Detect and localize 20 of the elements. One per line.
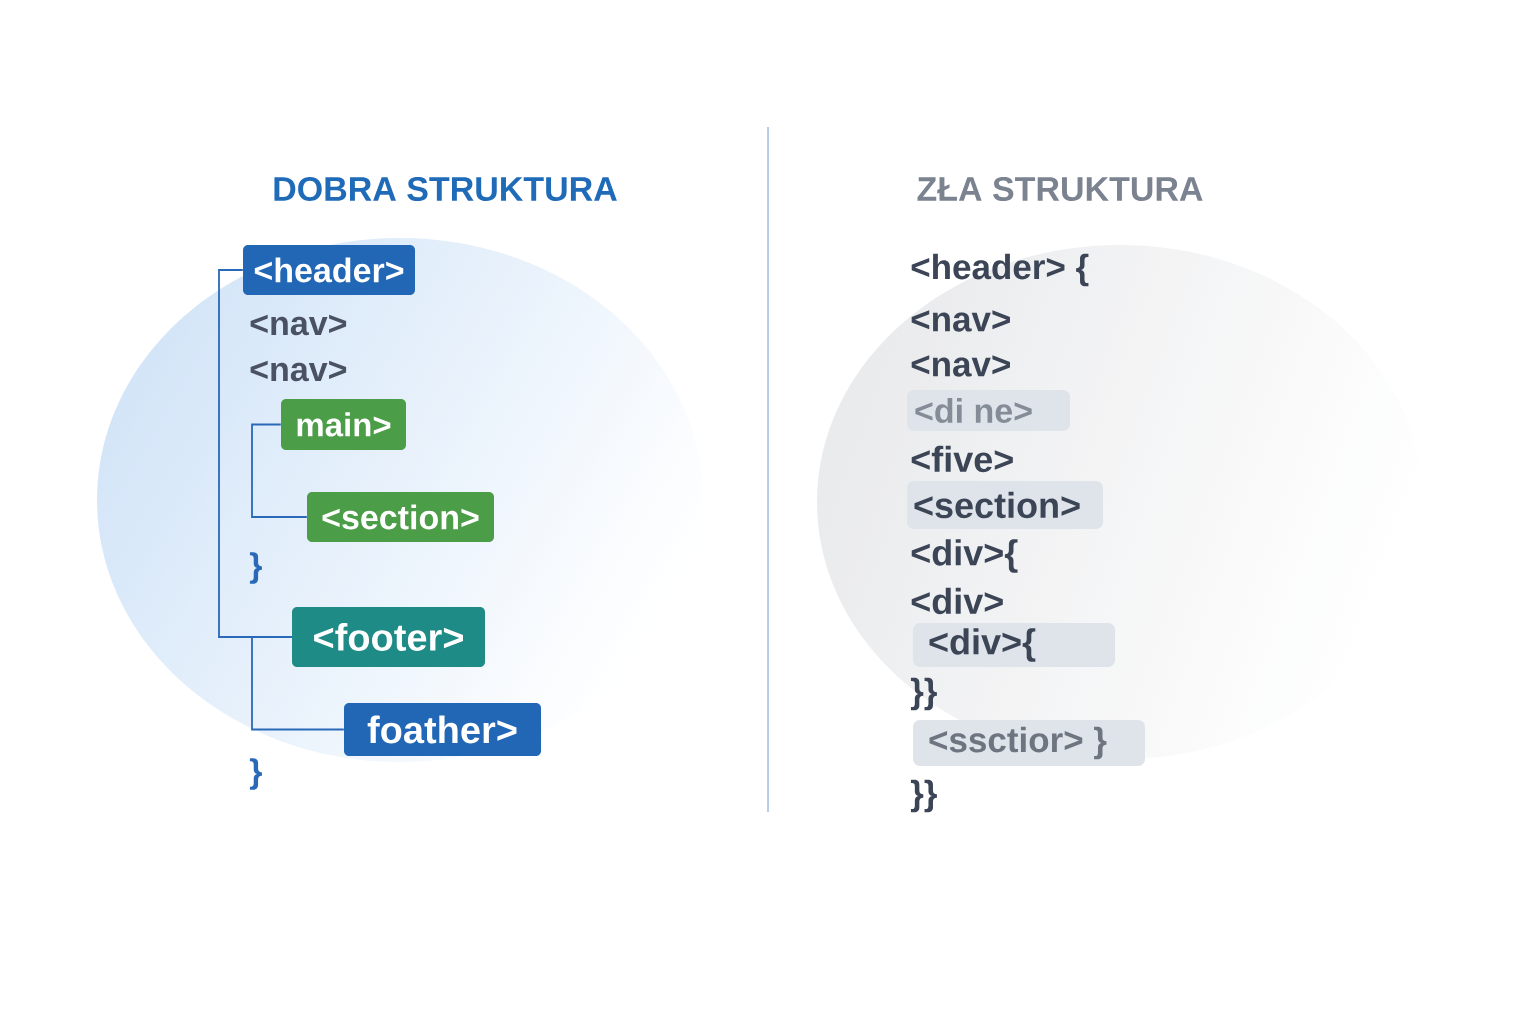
code-line: <nav> (250, 314, 347, 336)
tree-connector (251, 636, 345, 731)
code-line: <five> (911, 445, 1013, 473)
tag-box: <header> (243, 245, 415, 295)
column-heading: ZŁA STRUKTURA (917, 176, 1203, 202)
tag-box: foather> (344, 703, 541, 756)
tree-connector (251, 423, 308, 518)
code-line: <div> (911, 587, 1003, 615)
code-line: }} (910, 677, 937, 711)
column-heading: DOBRA STRUKTURA (274, 176, 617, 202)
closing-brace: } (249, 758, 262, 790)
closing-brace: } (249, 552, 262, 584)
code-line: <nav> (911, 310, 1010, 332)
tag-box: <section> (307, 492, 494, 542)
tag-box: main> (281, 399, 406, 450)
code-line: <nav> (911, 355, 1010, 377)
code-line: <nav> (250, 360, 347, 382)
tag-box: <footer> (292, 607, 485, 667)
code-line: <div>{ (911, 539, 1018, 573)
code-line: <header> { (911, 253, 1089, 287)
